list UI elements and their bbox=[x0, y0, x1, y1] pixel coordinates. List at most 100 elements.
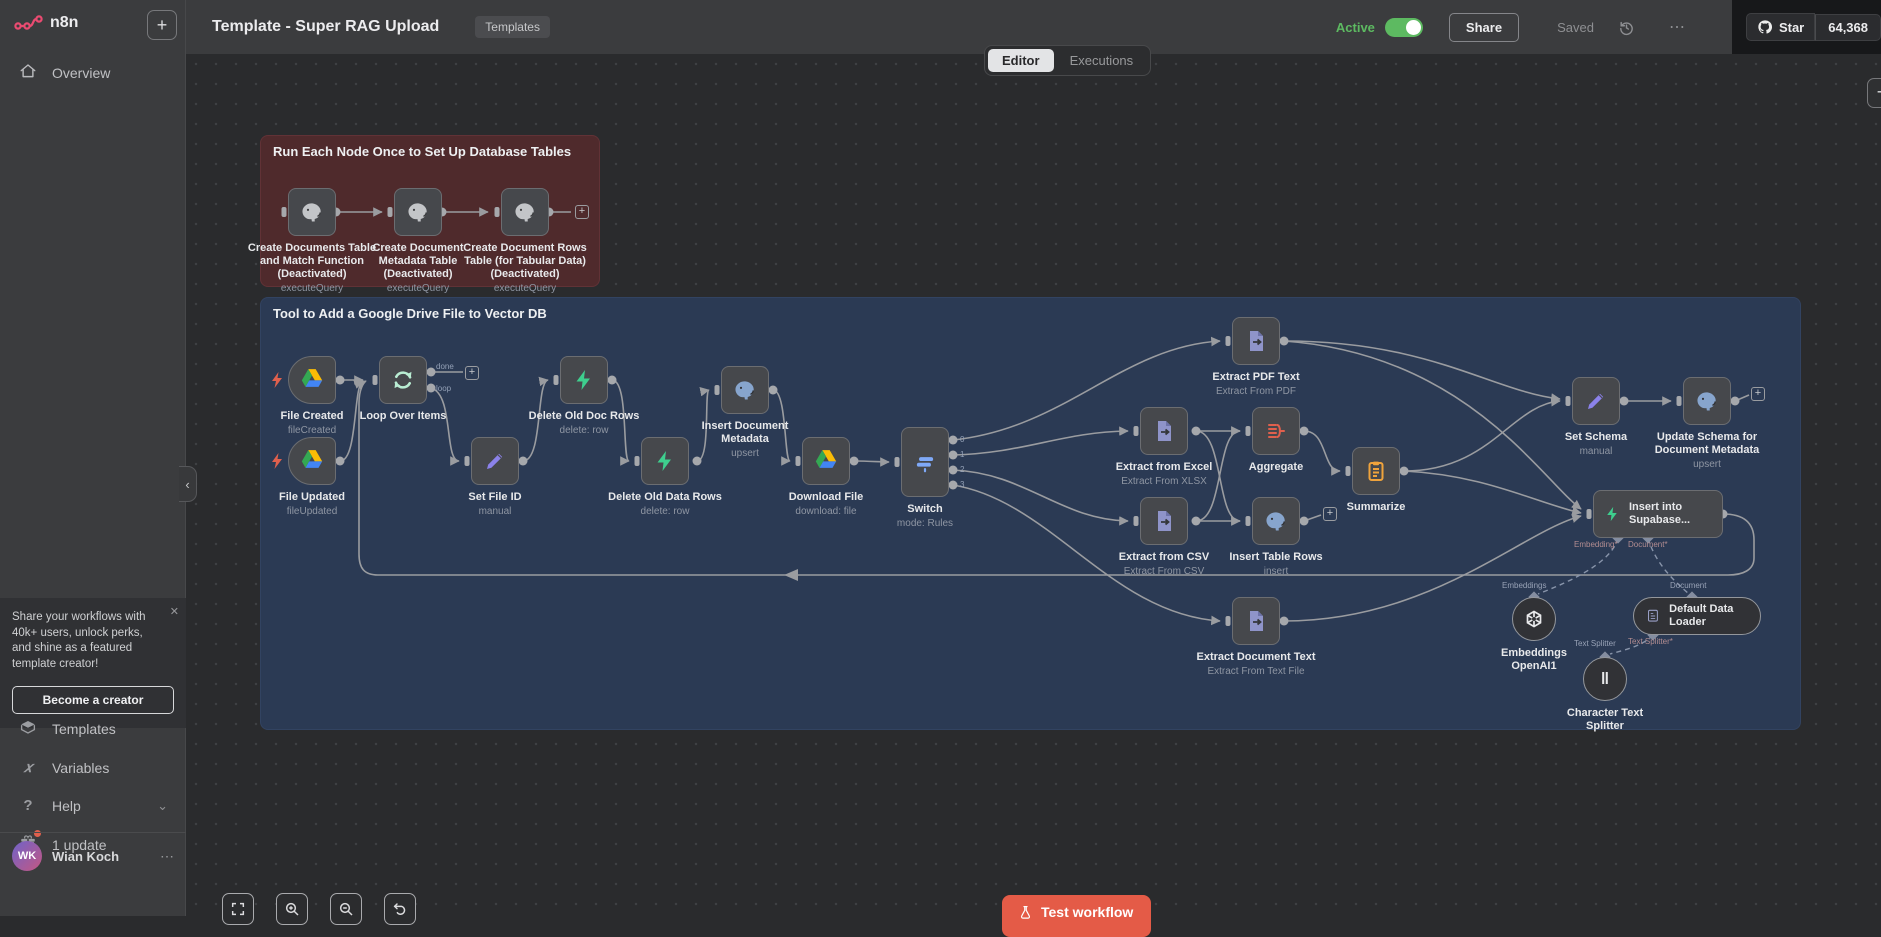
node-box[interactable] bbox=[1232, 597, 1280, 645]
node-update-schema[interactable]: Update Schema for Document Metadata upse… bbox=[1655, 377, 1759, 470]
node-label: Aggregate bbox=[1248, 461, 1304, 473]
node-download-file[interactable]: Download File download: file bbox=[789, 437, 863, 517]
node-box[interactable] bbox=[394, 188, 442, 236]
node-delete-old-data-rows[interactable]: Delete Old Data Rows delete: row bbox=[608, 437, 722, 517]
node-box[interactable] bbox=[641, 437, 689, 485]
node-box[interactable] bbox=[288, 356, 336, 404]
node-box[interactable] bbox=[721, 366, 769, 414]
sidebar-collapse-handle[interactable]: ‹ bbox=[179, 466, 197, 502]
sidebar-item-label: Overview bbox=[52, 64, 111, 81]
zoom-out-button[interactable] bbox=[330, 893, 362, 925]
node-create-document-metadata-table[interactable]: Create Document Metadata Table (Deactiva… bbox=[372, 188, 464, 294]
node-box[interactable] bbox=[560, 356, 608, 404]
workflow-canvas[interactable]: Run Each Node Once to Set Up Database Ta… bbox=[186, 54, 1881, 916]
add-node-button[interactable]: + bbox=[575, 205, 589, 219]
node-embeddings-openai[interactable]: Embeddings OpenAI1 bbox=[1501, 597, 1567, 672]
node-set-schema[interactable]: Set Schema manual bbox=[1565, 377, 1627, 457]
node-extract-document-text[interactable]: Extract Document Text Extract From Text … bbox=[1197, 597, 1316, 677]
more-options-icon[interactable]: ⋯ bbox=[1668, 19, 1686, 36]
share-button[interactable]: Share bbox=[1448, 12, 1520, 42]
promo-text: Share your workflows with 40k+ users, un… bbox=[12, 611, 146, 670]
user-row[interactable]: WK Wian Koch ⋯ bbox=[0, 832, 186, 879]
port-label-0: 0 bbox=[960, 435, 965, 444]
fit-view-button[interactable] bbox=[222, 893, 254, 925]
sidebar-item-label: Variables bbox=[52, 760, 110, 776]
node-box[interactable] bbox=[288, 188, 336, 236]
workflow-badge[interactable]: Templates bbox=[475, 16, 550, 38]
node-extract-from-excel[interactable]: Extract from Excel Extract From XLSX bbox=[1116, 407, 1212, 487]
node-create-document-rows-table[interactable]: Create Document Rows Table (for Tabular … bbox=[463, 188, 587, 294]
node-default-data-loader[interactable]: Default Data Loader bbox=[1633, 597, 1761, 635]
add-node-button[interactable]: + bbox=[465, 366, 479, 380]
node-insert-into-supabase[interactable]: Insert into Supabase... bbox=[1593, 490, 1723, 538]
node-create-documents-table[interactable]: Create Documents Table and Match Functio… bbox=[248, 188, 376, 294]
node-file-created[interactable]: File Created fileCreated bbox=[272, 356, 343, 436]
node-label: Insert Table Rows insert bbox=[1229, 551, 1323, 577]
node-box[interactable]: Default Data Loader bbox=[1633, 597, 1761, 635]
sidebar-item-variables[interactable]: 𝑥 Variables bbox=[0, 749, 186, 787]
node-character-text-splitter[interactable]: ‖ Character Text Splitter bbox=[1567, 657, 1643, 732]
sidebar-item-overview[interactable]: Overview bbox=[0, 52, 185, 93]
sidebar-item-templates[interactable]: Templates bbox=[0, 708, 186, 749]
tab-editor[interactable]: Editor bbox=[988, 49, 1054, 72]
new-workflow-button[interactable]: + bbox=[147, 10, 177, 40]
node-delete-old-doc-rows[interactable]: Delete Old Doc Rows delete: row bbox=[529, 356, 639, 436]
node-file-updated[interactable]: File Updated fileUpdated bbox=[272, 437, 345, 517]
node-box[interactable] bbox=[1683, 377, 1731, 425]
workflow-title[interactable]: Template - Super RAG Upload bbox=[212, 18, 440, 35]
port-label-3: 3 bbox=[960, 480, 965, 489]
test-workflow-button[interactable]: Test workflow bbox=[1002, 895, 1152, 937]
node-box[interactable] bbox=[1140, 407, 1188, 455]
google-drive-icon bbox=[301, 369, 323, 387]
node-insert-table-rows[interactable]: Insert Table Rows insert bbox=[1229, 497, 1323, 577]
add-node-button[interactable]: + bbox=[1323, 507, 1337, 521]
node-label: File Created fileCreated bbox=[280, 410, 344, 436]
open-nodes-panel-button[interactable]: + bbox=[1867, 78, 1881, 108]
postgres-icon bbox=[735, 381, 754, 400]
sidebar-item-help[interactable]: ? Help ⌄ bbox=[0, 787, 186, 824]
node-box[interactable] bbox=[901, 427, 949, 497]
node-box[interactable] bbox=[1140, 497, 1188, 545]
node-box[interactable]: ‖ bbox=[1583, 657, 1627, 701]
reset-zoom-button[interactable] bbox=[384, 893, 416, 925]
zoom-in-button[interactable] bbox=[276, 893, 308, 925]
history-icon[interactable] bbox=[1618, 19, 1635, 36]
node-box[interactable] bbox=[1572, 377, 1620, 425]
node-box[interactable] bbox=[379, 356, 427, 404]
help-icon: ? bbox=[23, 797, 33, 814]
toggle-knob bbox=[1405, 19, 1421, 35]
node-label: Insert Document Metadata upsert bbox=[701, 420, 789, 459]
fit-view-icon bbox=[231, 902, 245, 916]
node-box[interactable] bbox=[1232, 317, 1280, 365]
node-box[interactable] bbox=[1352, 447, 1400, 495]
tab-executions[interactable]: Executions bbox=[1069, 53, 1134, 68]
aggregate-icon bbox=[1268, 424, 1285, 438]
variables-icon: 𝑥 bbox=[23, 760, 33, 776]
node-box[interactable] bbox=[802, 437, 850, 485]
node-set-file-id[interactable]: Set File ID manual bbox=[468, 437, 522, 517]
github-star-button[interactable]: Star bbox=[1745, 13, 1816, 41]
node-aggregate[interactable]: Aggregate bbox=[1249, 407, 1303, 473]
node-box[interactable] bbox=[471, 437, 519, 485]
node-loop-over-items[interactable]: Loop Over Items bbox=[360, 356, 446, 422]
node-extract-pdf-text[interactable]: Extract PDF Text Extract From PDF bbox=[1212, 317, 1300, 397]
node-box[interactable] bbox=[1512, 597, 1556, 641]
node-extract-from-csv[interactable]: Extract from CSV Extract From CSV bbox=[1119, 497, 1209, 577]
add-node-button[interactable]: + bbox=[1751, 387, 1765, 401]
node-inner-label: Insert into Supabase... bbox=[1628, 500, 1691, 526]
node-box[interactable] bbox=[288, 437, 336, 485]
active-toggle[interactable] bbox=[1384, 17, 1423, 37]
node-box[interactable]: Insert into Supabase... bbox=[1593, 490, 1723, 538]
node-summarize[interactable]: Summarize bbox=[1347, 447, 1405, 513]
node-box[interactable] bbox=[1252, 407, 1300, 455]
node-switch[interactable]: Switch mode: Rules bbox=[897, 427, 953, 529]
node-label: Switch mode: Rules bbox=[896, 503, 954, 529]
close-icon[interactable]: ✕ bbox=[169, 606, 179, 618]
user-menu-icon[interactable]: ⋯ bbox=[160, 847, 174, 864]
node-box[interactable] bbox=[501, 188, 549, 236]
node-box[interactable] bbox=[1252, 497, 1300, 545]
github-star-count[interactable]: 64,368 bbox=[1815, 13, 1881, 41]
become-creator-button[interactable]: Become a creator bbox=[12, 686, 174, 715]
trigger-bolt-icon bbox=[271, 453, 283, 469]
node-insert-document-metadata[interactable]: Insert Document Metadata upsert bbox=[702, 366, 788, 459]
